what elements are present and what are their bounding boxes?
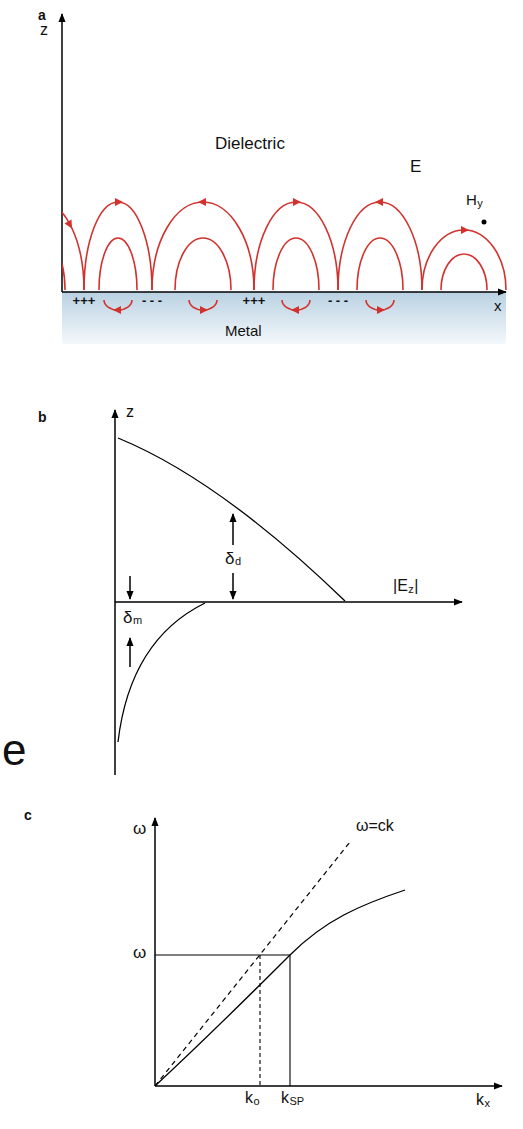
region-label: Dielectric [215, 135, 285, 152]
axis-label: z [126, 404, 134, 420]
axis-label: k [476, 1092, 484, 1108]
metal-region: Metal [62, 293, 506, 345]
field-line [175, 238, 231, 290]
ksp-guide [289, 955, 290, 1086]
charge-sign: - - - [328, 294, 348, 307]
field-label: E [410, 158, 421, 175]
line-label: ω=ck [356, 818, 394, 834]
field-line [422, 230, 506, 290]
depth-arrow [129, 638, 131, 667]
field-line [357, 238, 403, 290]
axis-label: |E [393, 578, 408, 594]
axis-label: ω [133, 944, 146, 961]
depth-label: δ [123, 609, 132, 626]
arrowhead [375, 198, 383, 206]
depth-label: δ [225, 550, 234, 567]
arrowhead [461, 226, 469, 234]
current-arrowheads [113, 306, 385, 314]
ko-guide [259, 955, 260, 1086]
arrowhead [115, 198, 123, 206]
field-line [441, 254, 487, 290]
subscript: z [408, 584, 414, 595]
arrowhead [198, 198, 206, 206]
axis-label: k [281, 1090, 289, 1106]
field-line [273, 238, 319, 290]
stray-letter: e [2, 728, 26, 772]
field-line [62, 238, 65, 290]
field-line [152, 202, 254, 290]
arrowhead [291, 306, 299, 314]
subscript: d [235, 556, 241, 567]
arrowhead [293, 198, 301, 206]
axis-label: x [494, 298, 502, 313]
light-line [155, 842, 350, 1086]
field-line [62, 202, 84, 290]
metal-band [62, 292, 506, 344]
field-line [84, 202, 152, 290]
arrowhead [377, 306, 385, 314]
dielectric-decay-curve [118, 438, 345, 601]
axis-label: k [245, 1090, 253, 1106]
k-axis [155, 1085, 502, 1087]
arrowhead [113, 306, 121, 314]
omega-guide [155, 954, 290, 955]
z-axis [61, 14, 63, 292]
subscript: o [254, 1096, 260, 1107]
field-dot [482, 220, 487, 225]
omega-axis [154, 818, 156, 1086]
arrowhead [200, 306, 208, 314]
depth-arrow [129, 576, 131, 599]
field-lines [62, 202, 506, 290]
subscript: x [485, 1098, 491, 1109]
field-line [254, 202, 338, 290]
charge-sign: - - - [142, 294, 162, 307]
metal-decay-curve [118, 603, 205, 742]
field-label: H [466, 192, 477, 207]
subscript: SP [290, 1096, 305, 1107]
dispersion-curve [155, 890, 405, 1086]
panel-letter: c [24, 808, 32, 822]
field-line [338, 202, 422, 290]
field-arrowheads [65, 198, 469, 234]
panel-letter: a [38, 8, 46, 22]
depth-arrow [232, 573, 234, 599]
axis-label: | [414, 578, 418, 594]
subscript: y [477, 198, 483, 209]
subscript: m [133, 615, 142, 626]
x-axis [62, 291, 506, 293]
field-axis [115, 601, 462, 603]
panel-letter: b [38, 410, 47, 424]
z-axis [114, 410, 116, 775]
axis-label: ω [133, 820, 146, 837]
axis-label: z [40, 22, 48, 38]
charge-sign: +++ [243, 294, 266, 307]
depth-arrow [232, 514, 234, 545]
charge-sign: +++ [73, 294, 96, 307]
region-label: Metal [225, 323, 262, 338]
arrowhead [65, 220, 76, 231]
field-line [99, 238, 137, 290]
